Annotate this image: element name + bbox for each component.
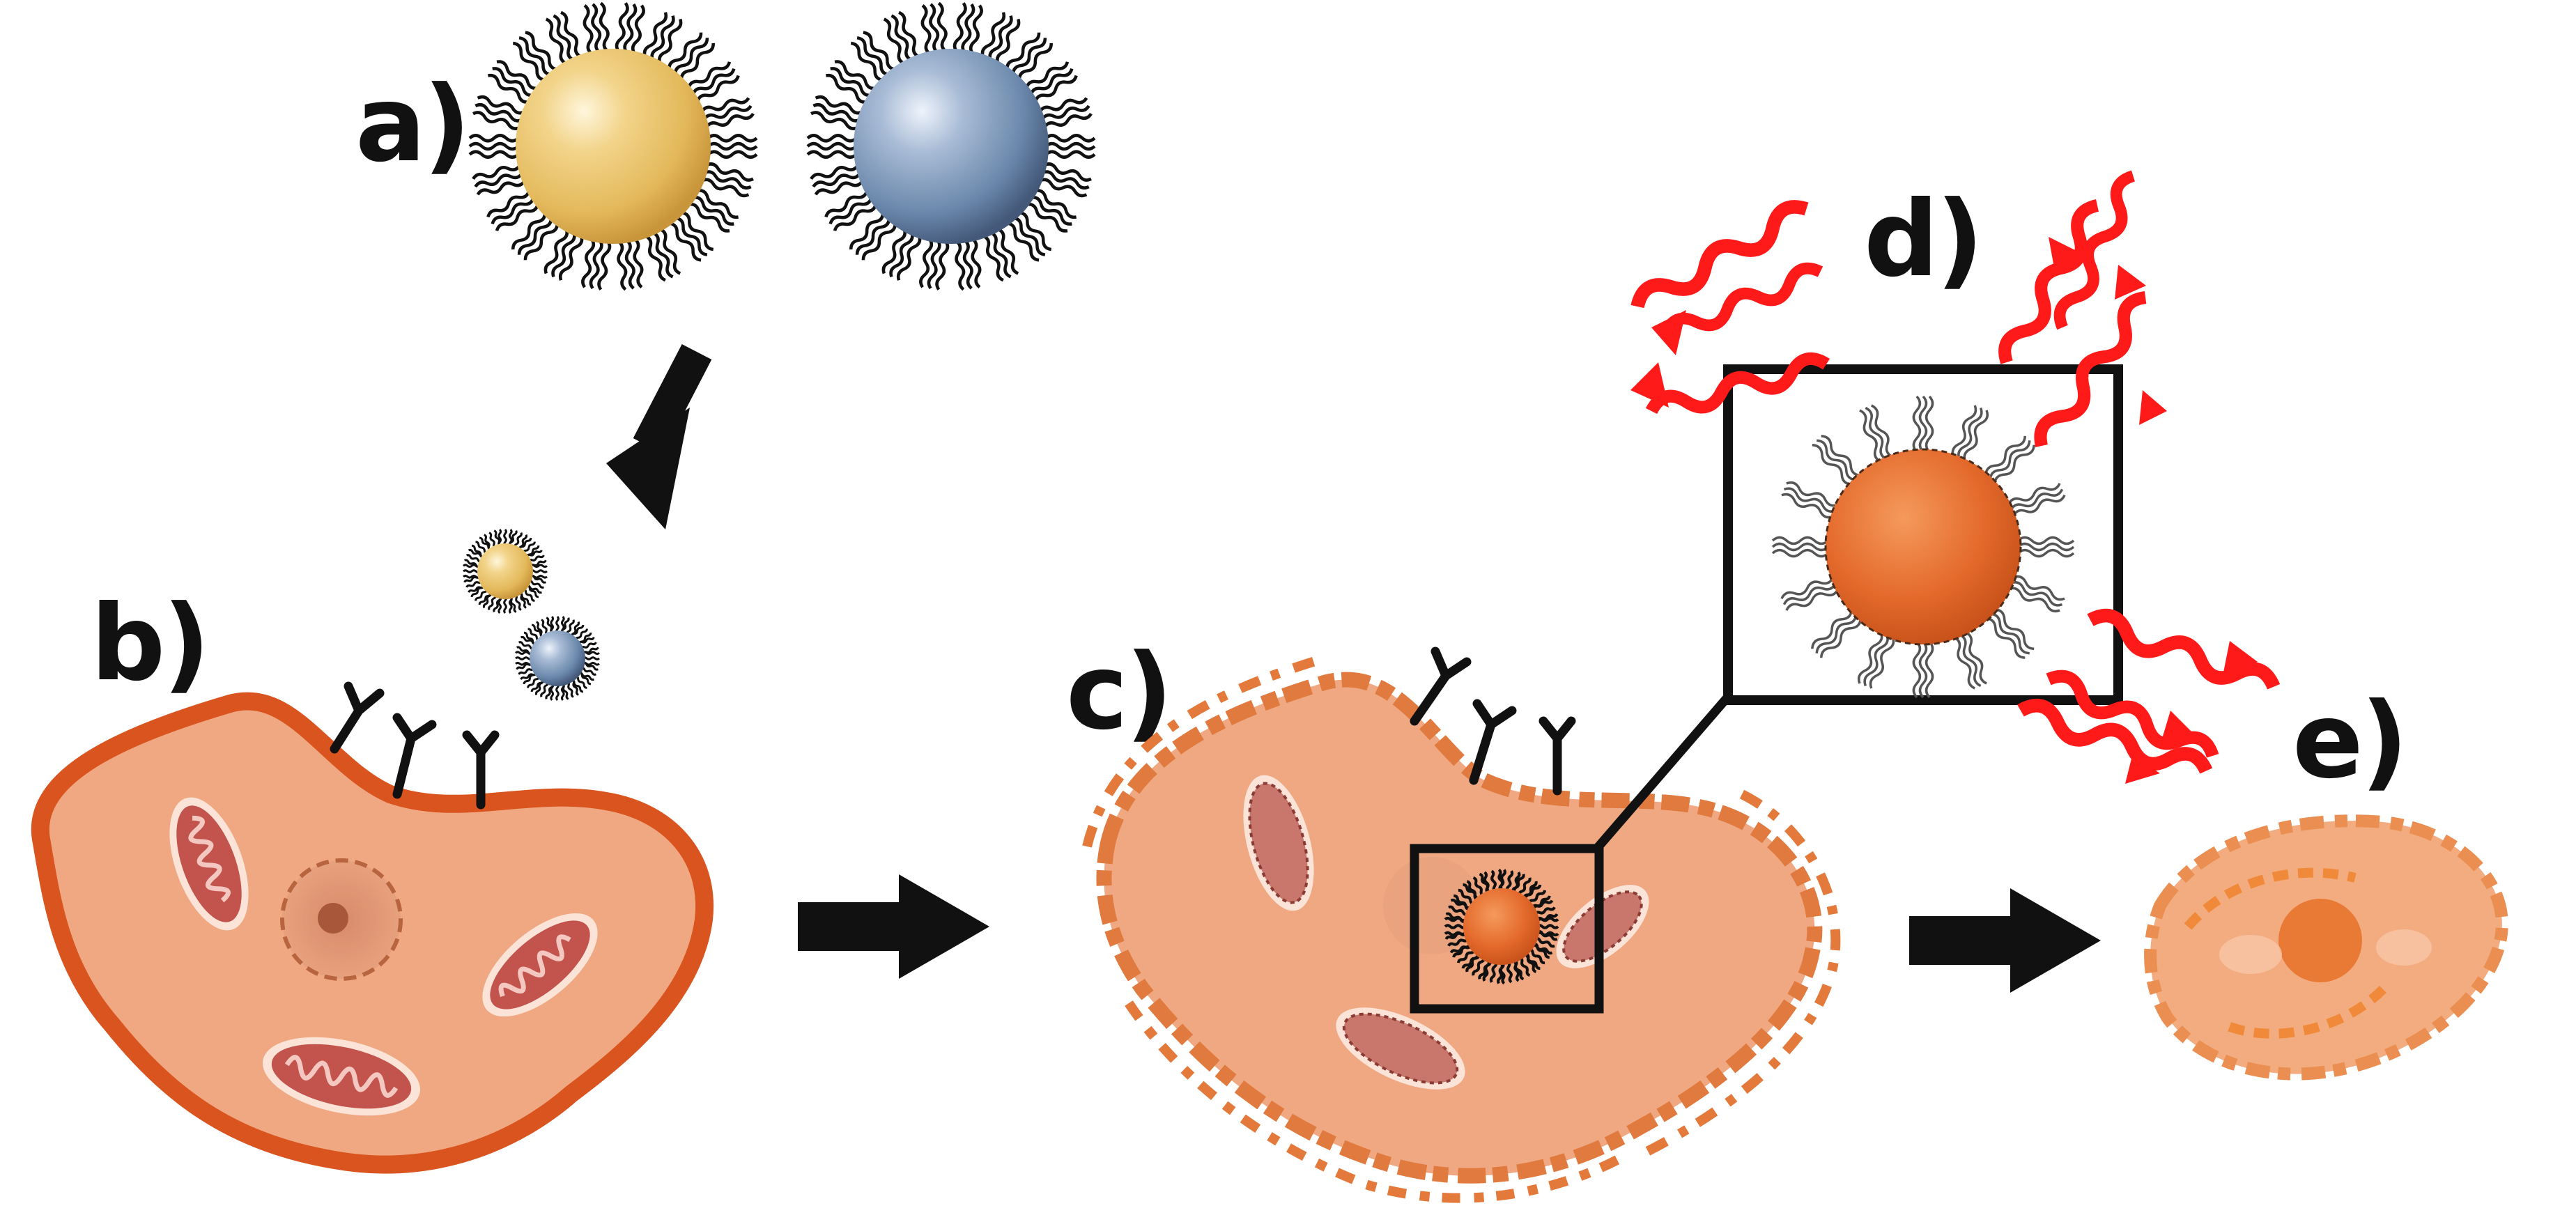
mitochondrion-icon: [1243, 775, 1649, 1090]
ligand-chain-icon: [543, 229, 584, 281]
ligand-chain-icon: [707, 134, 758, 159]
ligand-chain-icon: [577, 637, 599, 655]
ligand-chain-icon: [701, 162, 754, 198]
ligand-chain-icon: [512, 31, 558, 82]
ligand-chain-icon: [1038, 97, 1093, 129]
ligand-chain-icon: [920, 1, 948, 55]
ligand-chain-icon: [982, 227, 1019, 282]
ligand-chain-icon: [883, 10, 920, 65]
ligand-chain-icon: [1812, 435, 1861, 486]
ligand-chain-icon: [486, 189, 540, 231]
ligand-chain-icon: [2007, 575, 2065, 613]
ligand-chain-icon: [1912, 395, 1934, 454]
ligand-chain-icon: [955, 238, 982, 291]
ligand-chain-icon: [1771, 536, 1830, 558]
ligand-chain-icon: [1006, 210, 1052, 262]
ligand-chain-icon: [1780, 576, 1840, 611]
ligand-chain-icon: [472, 95, 525, 130]
nucleus-icon: [280, 858, 403, 981]
nucleus-icon: [1383, 857, 1481, 954]
ligand-chain-icon: [810, 95, 863, 130]
small-gold-nanoparticle: [462, 528, 548, 614]
ligand-chain-icon: [1781, 481, 1839, 519]
blue-nanoparticle: [806, 1, 1096, 291]
ligand-chain-icon: [952, 2, 983, 55]
ligand-chain-icon: [1952, 630, 1987, 690]
ligand-chain-icon: [545, 10, 583, 65]
ligand-chain-icon: [688, 189, 739, 233]
heat-wave-arrowheads: [1630, 237, 2258, 784]
ligand-chain-icon: [1024, 61, 1078, 103]
panel-a: a): [355, 1, 1096, 702]
ligand-chain-icon: [668, 210, 714, 262]
panel-label-c: c): [1066, 632, 1170, 753]
process-arrow-icon: [606, 343, 712, 529]
panel-label-e: e): [2292, 681, 2405, 802]
ligand-chain-icon: [806, 134, 858, 159]
ligand-chain-icon: [980, 12, 1021, 64]
heated-nanoparticle: [1771, 395, 2075, 699]
ligand-chain-icon: [488, 60, 539, 104]
zoom-box: [1410, 844, 1604, 1014]
ligand-chain-icon: [810, 164, 864, 196]
receptor-icon: [330, 681, 500, 810]
ligand-chain-icon: [919, 238, 950, 291]
ligand-chain-icon: [826, 60, 877, 104]
ligand-chain-icon: [700, 97, 755, 129]
small-blue-nanoparticle: [514, 615, 601, 702]
ligand-chain-icon: [511, 212, 560, 261]
ligand-chain-icon: [1039, 162, 1092, 198]
mitochondrion-icon: [169, 797, 598, 1116]
ligand-chain-icon: [1044, 134, 1096, 159]
gold-nanoparticle: [468, 1, 758, 291]
ligand-chain-icon: [850, 31, 896, 82]
panel-label-a: a): [355, 64, 468, 185]
ligand-chain-icon: [1912, 640, 1934, 699]
process-arrow-icon: [1909, 888, 2101, 993]
panel-label-b: b): [91, 583, 208, 704]
ligand-chain-icon: [881, 229, 922, 281]
zoom-connector-line: [1592, 693, 1732, 853]
ligand-chain-icon: [1811, 609, 1862, 658]
ligand-chain-icon: [824, 189, 878, 231]
internalized-nanoparticle: [1444, 868, 1559, 985]
ligand-chain-icon: [2016, 536, 2075, 558]
ligand-chain-icon: [644, 227, 681, 282]
ligand-chain-icon: [472, 164, 526, 196]
ligand-chain-icon: [806, 1, 1096, 291]
ligand-chain-icon: [1951, 405, 1989, 463]
blue-core-sphere: [854, 49, 1049, 244]
ligand-chain-icon: [1531, 899, 1559, 922]
ligand-chain-icon: [1859, 404, 1894, 463]
ligand-chain-icon: [1857, 631, 1895, 689]
process-arrow-icon: [798, 874, 989, 979]
ligand-chain-icon: [1985, 608, 2035, 659]
dead-cell-fragments: [2144, 814, 2508, 1081]
ligand-chain-icon: [468, 134, 520, 159]
gold-core-sphere: [516, 49, 711, 244]
panel-label-d: d): [1864, 179, 1981, 300]
ligand-chain-icon: [2007, 483, 2066, 518]
panel-e: e): [2144, 681, 2508, 1081]
ligand-chain-icon: [468, 1, 758, 291]
ligand-chain-icon: [642, 12, 683, 64]
panel-c: c): [1066, 632, 1841, 1203]
ligand-chain-icon: [667, 32, 715, 80]
receptor-icon: [1410, 647, 1576, 796]
ligand-chain-icon: [583, 1, 610, 55]
ligand-chain-icon: [1005, 32, 1053, 80]
ligand-chain-icon: [1026, 189, 1077, 233]
ligand-chain-icon: [581, 238, 612, 291]
ligand-chain-icon: [525, 550, 547, 568]
ligand-chain-icon: [1984, 435, 2035, 485]
panel-d: d): [1630, 172, 2277, 784]
ligand-chain-icon: [615, 2, 645, 55]
ligand-chain-icon: [849, 212, 897, 261]
ligand-chain-icon: [617, 238, 644, 291]
panel-b: b): [31, 583, 714, 1174]
ligand-chain-icon: [686, 61, 740, 103]
